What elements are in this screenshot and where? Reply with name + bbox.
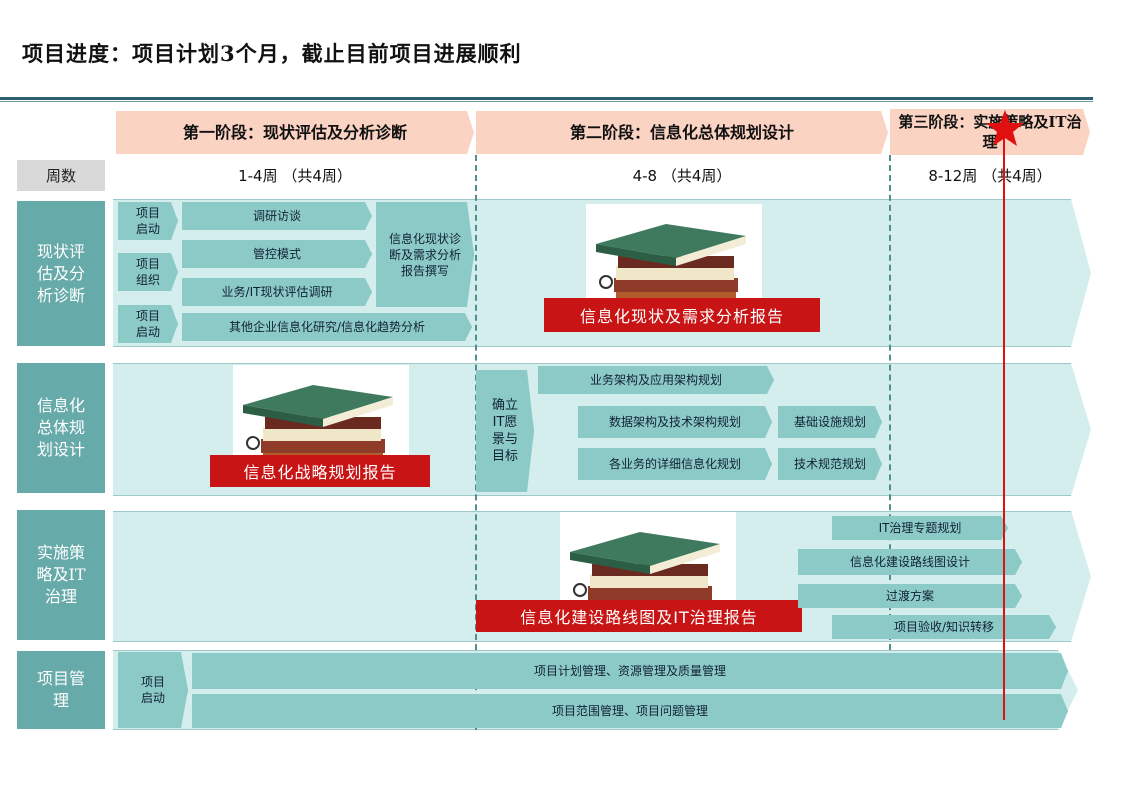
books-icon	[560, 512, 736, 612]
task-plan-management: 项目计划管理、资源管理及质量管理	[192, 653, 1068, 689]
task-roadmap-design: 信息化建设路线图设计	[798, 549, 1022, 575]
star-icon	[985, 108, 1025, 148]
row-label-planning: 信息化总体规划设计	[17, 363, 105, 493]
row-label-management: 项目管理	[17, 651, 105, 729]
task-transition-plan: 过渡方案	[798, 584, 1022, 608]
task-data-architecture: 数据架构及技术架构规划	[578, 406, 772, 438]
books-icon	[586, 204, 762, 304]
phase-2-header: 第二阶段：信息化总体规划设计	[476, 111, 888, 154]
task-it-vision: 确立IT愿景与目标	[476, 370, 534, 492]
row-label-implementation: 实施策略及IT治理	[17, 510, 105, 640]
report-strategy: 信息化战略规划报告	[210, 455, 430, 487]
task-it-assessment: 业务/IT现状评估调研	[182, 278, 372, 306]
report-roadmap: 信息化建设路线图及IT治理报告	[476, 600, 802, 632]
weeks-phase-1: 1-4周 （共4周）	[238, 167, 352, 185]
progress-line	[1003, 128, 1005, 720]
task-tech-standard: 技术规范规划	[778, 448, 882, 480]
weeks-header: 周数	[17, 160, 105, 191]
task-business-architecture: 业务架构及应用架构规划	[538, 366, 774, 394]
task-control-mode: 管控模式	[182, 240, 372, 268]
weeks-phase-2: 4-8 （共4周）	[632, 167, 732, 185]
task-acceptance: 项目验收/知识转移	[832, 615, 1056, 639]
tag-project-organization: 项目组织	[118, 253, 178, 291]
title-rule	[0, 97, 1093, 100]
report-current-state: 信息化现状及需求分析报告	[544, 298, 820, 332]
tag-project-kickoff-1: 项目启动	[118, 202, 178, 240]
task-business-detail: 各业务的详细信息化规划	[578, 448, 772, 480]
task-interview: 调研访谈	[182, 202, 372, 230]
row-label-assessment: 现状评估及分析诊断	[17, 201, 105, 346]
books-icon	[233, 365, 409, 465]
task-infrastructure: 基础设施规划	[778, 406, 882, 438]
task-trend-analysis: 其他企业信息化研究/信息化趋势分析	[182, 313, 472, 341]
tag-project-kickoff-2: 项目启动	[118, 305, 178, 343]
page-title: 项目进度：项目计划3个月，截止目前项目进展顺利	[22, 41, 522, 66]
task-report-writing: 信息化现状诊断及需求分析报告撰写	[376, 202, 474, 307]
task-it-governance: IT治理专题规划	[832, 516, 1008, 540]
phase-separator-2	[889, 155, 891, 650]
title-rule-thin	[0, 101, 1093, 102]
task-scope-management: 项目范围管理、项目问题管理	[192, 694, 1068, 728]
phase-1-header: 第一阶段：现状评估及分析诊断	[116, 111, 474, 154]
weeks-phase-3: 8-12周 （共4周）	[928, 167, 1052, 185]
phase-3-header: 第三阶段：实施策略及IT治理	[890, 109, 1090, 155]
tag-project-kickoff-3: 项目启动	[118, 652, 188, 728]
